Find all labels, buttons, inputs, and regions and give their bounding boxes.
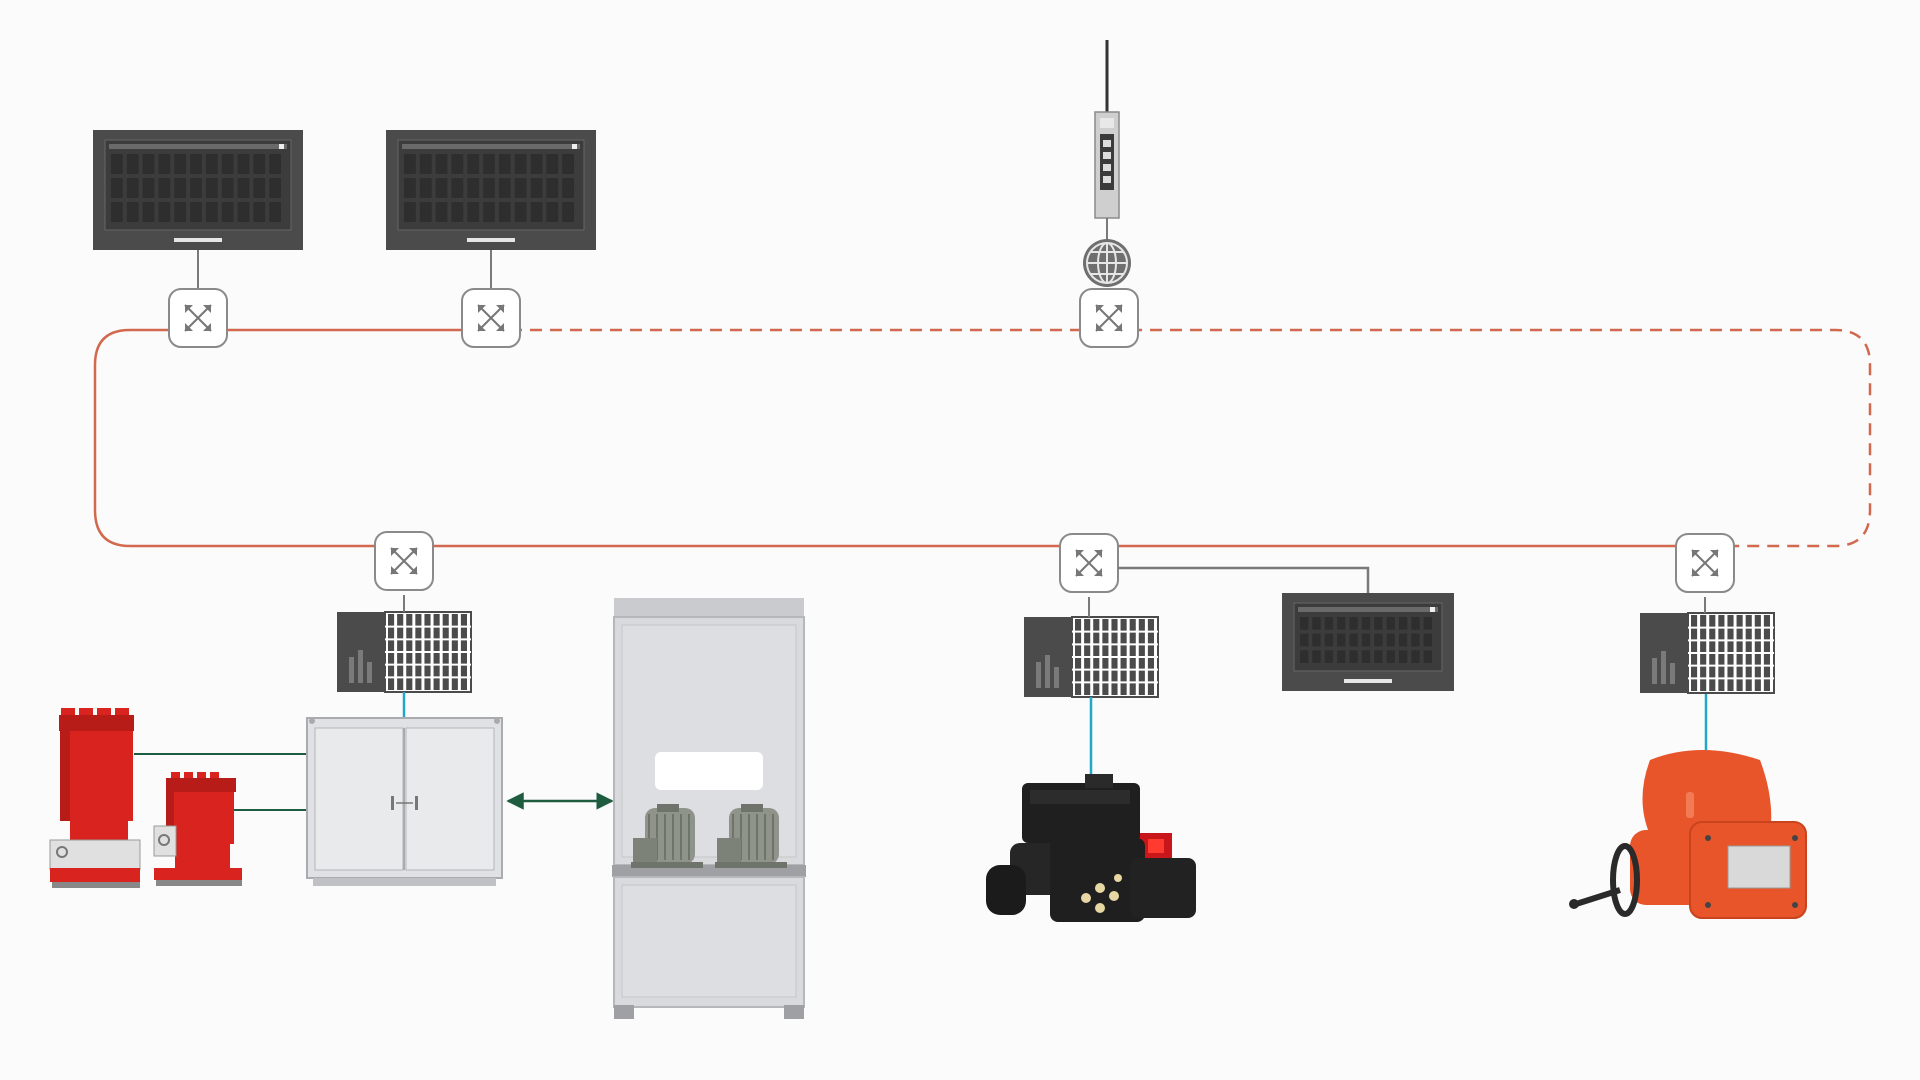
transformer-icon — [153, 772, 242, 886]
network-switch-icon — [1079, 288, 1139, 348]
network-switch-icon — [461, 288, 521, 348]
monitor-1 — [93, 130, 303, 300]
transformer-icon — [49, 708, 141, 888]
controller-3 — [1640, 612, 1775, 694]
controller-module-icon — [1640, 612, 1775, 694]
switch-5 — [1059, 533, 1119, 593]
hmi-monitor-icon — [1282, 593, 1454, 691]
ring-dashed-segment — [490, 328, 1872, 548]
motor-icon — [715, 804, 787, 868]
motor-icon — [631, 804, 703, 868]
valve-actuator-icon — [1569, 750, 1807, 919]
globe-icon — [1083, 239, 1131, 287]
network-switch-icon — [1675, 533, 1735, 593]
network-switches — [168, 288, 1735, 593]
hmi-monitor-icon — [386, 130, 596, 250]
network-switch-icon — [1059, 533, 1119, 593]
controller-2 — [1024, 616, 1159, 698]
valve-actuator — [1569, 750, 1807, 919]
control-cabinet — [306, 717, 503, 886]
machine-enclosure-icon — [612, 598, 806, 1019]
control-cabinet-icon — [306, 717, 503, 886]
switch-4 — [374, 531, 434, 591]
switch-1 — [168, 288, 228, 348]
wireless-router-icon — [1094, 40, 1120, 219]
switch-3 — [1079, 288, 1139, 348]
monitor-2 — [386, 130, 596, 300]
controller-module-icon — [1024, 616, 1159, 698]
electric-actuator-icon — [986, 774, 1196, 922]
network-switch-icon — [168, 288, 228, 348]
switch-2 — [461, 288, 521, 348]
ring-solid-segment — [93, 328, 1700, 548]
electric-actuator — [986, 774, 1196, 922]
wireless-router — [1083, 40, 1131, 287]
network-switch-icon — [374, 531, 434, 591]
ethernet-ring — [93, 328, 1872, 548]
monitor-3 — [1118, 566, 1454, 691]
transformer-small — [153, 772, 242, 886]
switch-6 — [1675, 533, 1735, 593]
monitor-link — [1118, 566, 1370, 595]
controller-1 — [337, 611, 472, 693]
controller-module-icon — [337, 611, 472, 693]
transformer-large — [49, 708, 141, 888]
hmi-monitor-icon — [93, 130, 303, 250]
machine-enclosure — [612, 598, 806, 1019]
